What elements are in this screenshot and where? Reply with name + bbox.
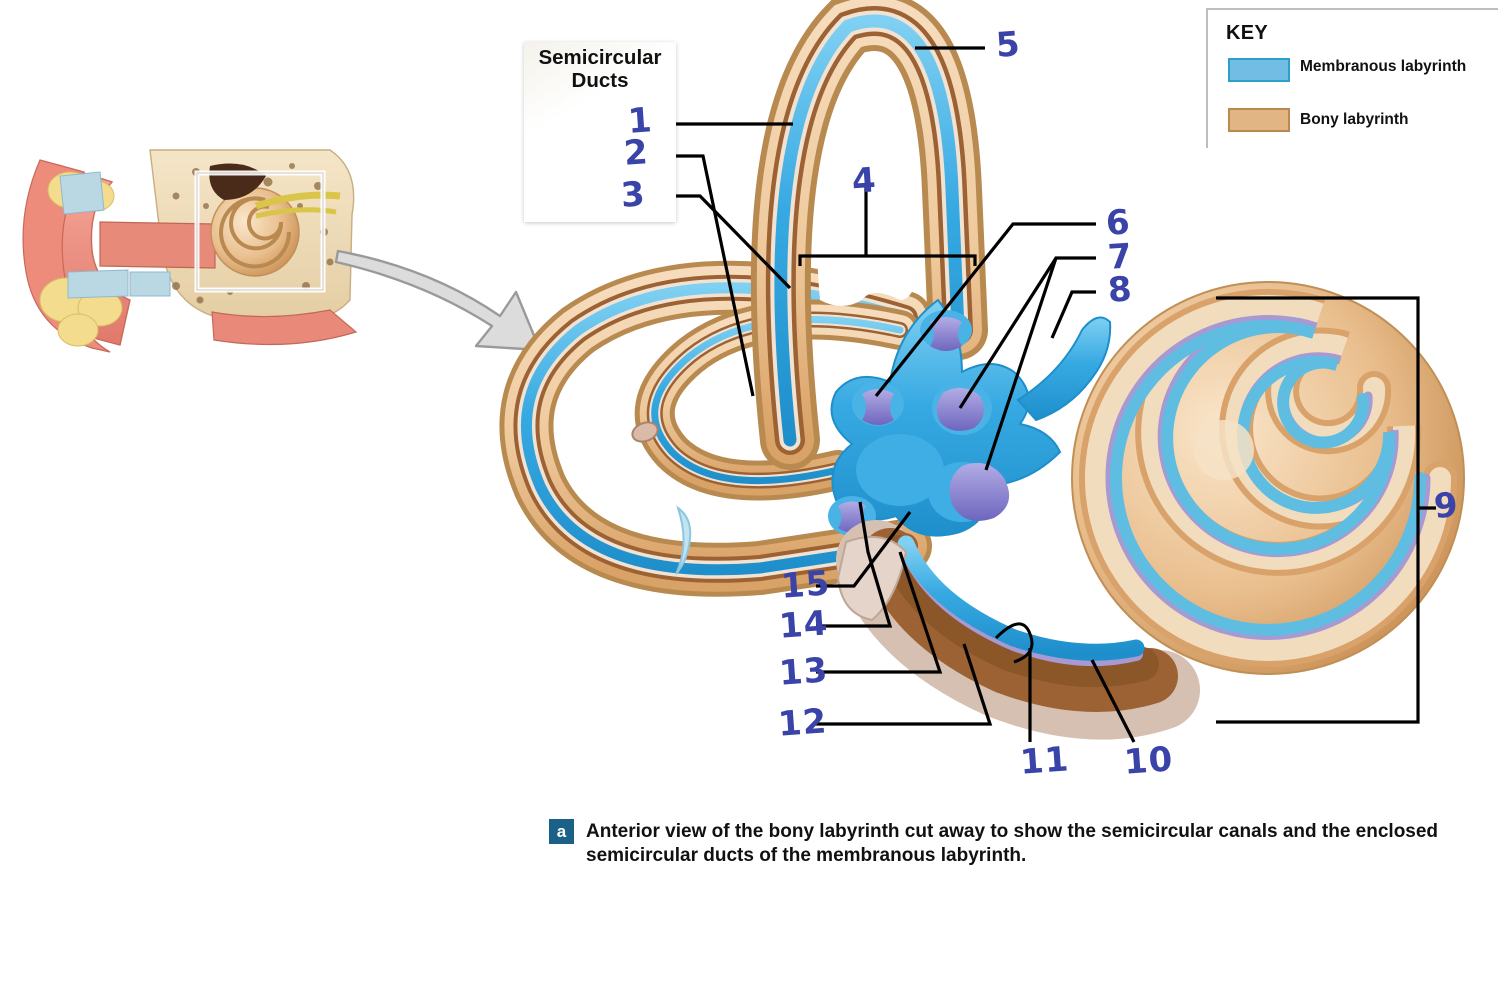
key-swatch-membranous (1228, 58, 1290, 82)
caption-badge: a (549, 819, 574, 844)
key-label-membranous: Membranous labyrinth (1300, 58, 1467, 75)
label-number-2: 2 (622, 132, 651, 174)
oval-window-face (836, 535, 908, 622)
ear-inset (22, 149, 358, 353)
cochlea (1071, 281, 1465, 675)
caption-text: Anterior view of the bony labyrinth cut … (586, 821, 1439, 867)
label-number-12: 12 (776, 701, 829, 745)
semicircular-ducts-title: Semicircular Ducts (524, 46, 676, 93)
label-number-3: 3 (619, 174, 648, 216)
label-number-10: 10 (1122, 739, 1175, 783)
ampulla-crista-group (828, 310, 1010, 536)
key-title: KEY (1226, 22, 1269, 44)
canal-cut-wedge (675, 505, 692, 575)
label-number-8: 8 (1106, 269, 1135, 311)
lateral-semicircular-canal (499, 260, 932, 597)
label-number-13: 13 (777, 650, 830, 694)
vestibule-membranous (828, 298, 1112, 537)
leader-lines (664, 46, 1436, 743)
key-swatch-bony (1228, 108, 1290, 132)
label-number-14: 14 (777, 603, 830, 647)
key-label-bony: Bony labyrinth (1300, 111, 1409, 128)
label-number-15: 15 (779, 563, 832, 607)
endolymphatic-sac (1016, 316, 1112, 422)
anterior-semicircular-canal (750, 0, 988, 470)
magnify-arrow (334, 249, 542, 352)
label-number-11: 11 (1018, 739, 1071, 783)
plate-line-1: Semicircular (538, 46, 662, 69)
plate-line-2: Ducts (571, 69, 629, 93)
label-number-9: 9 (1432, 485, 1461, 527)
semicircular-ducts-plate (524, 42, 676, 222)
label-number-4: 4 (850, 160, 879, 202)
label-number-5: 5 (994, 24, 1023, 66)
